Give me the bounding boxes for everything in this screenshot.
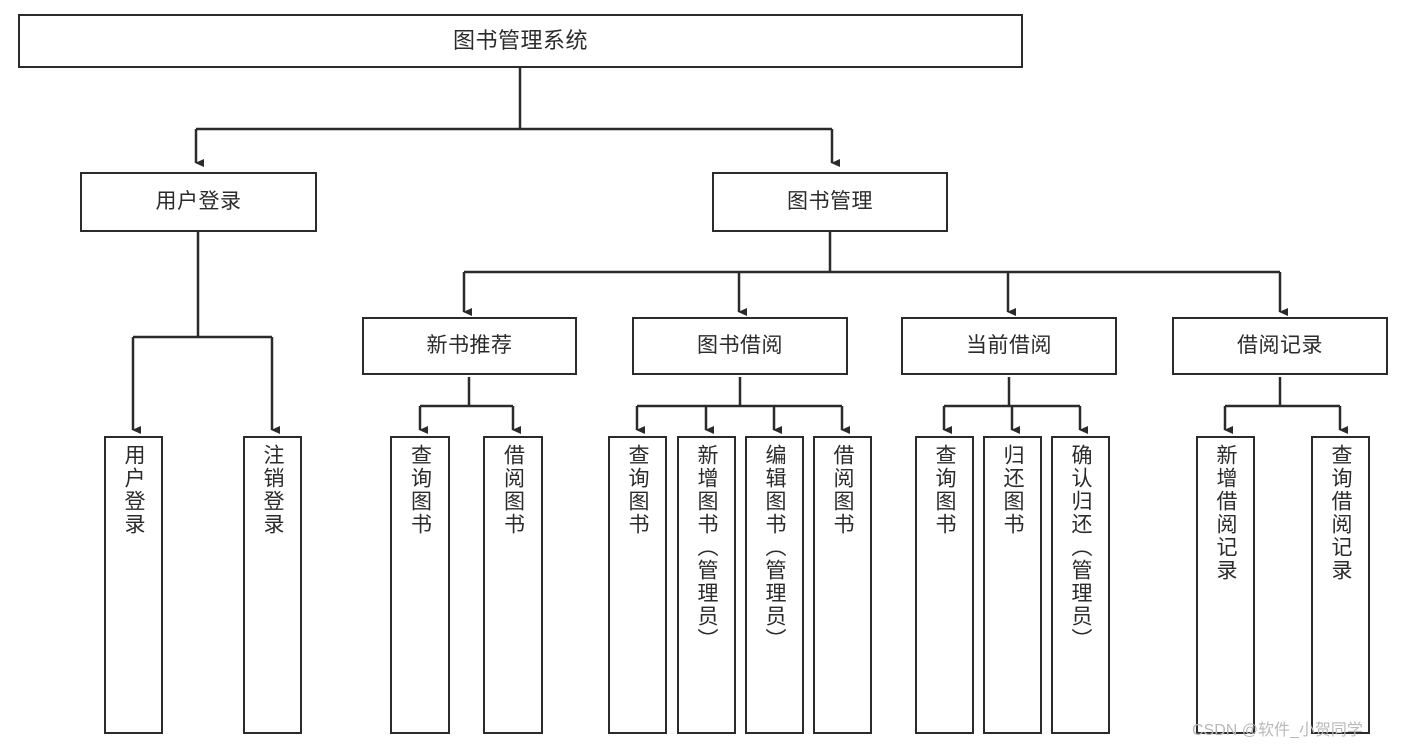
node-leaf-query-borrow-record[interactable]: 查询借阅记录 bbox=[1311, 436, 1370, 734]
node-label: 查询图书 bbox=[408, 444, 432, 536]
node-label: 图书管理 bbox=[787, 189, 873, 213]
node-label: 新书推荐 bbox=[426, 333, 513, 357]
edge-group-new-book-rec bbox=[418, 377, 521, 434]
node-leaf-add-borrow-record[interactable]: 新增借阅记录 bbox=[1196, 436, 1255, 734]
node-leaf-logout[interactable]: 注销登录 bbox=[243, 436, 302, 734]
node-leaf-edit-book-admin[interactable]: 编辑图书（管理员） bbox=[745, 436, 804, 734]
node-label: 查询图书 bbox=[933, 444, 956, 536]
edge-group-book-borrow bbox=[635, 377, 850, 434]
node-label: 图书管理系统 bbox=[452, 28, 588, 54]
node-leaf-borrow-book-rec[interactable]: 借阅图书 bbox=[483, 436, 543, 734]
node-book-borrowing[interactable]: 图书借阅 bbox=[632, 317, 848, 375]
node-leaf-return-book[interactable]: 归还图书 bbox=[983, 436, 1042, 734]
edge-group-current-borrow bbox=[942, 377, 1088, 434]
node-label: 用户登录 bbox=[122, 444, 145, 536]
node-label: 借阅图书 bbox=[831, 444, 854, 536]
node-leaf-user-login[interactable]: 用户登录 bbox=[104, 436, 163, 734]
node-label: 新增图书（管理员） bbox=[695, 444, 718, 651]
edge-group-borrow-record bbox=[1223, 377, 1348, 434]
node-leaf-query-book-current[interactable]: 查询图书 bbox=[915, 436, 974, 734]
node-label: 编辑图书（管理员） bbox=[763, 444, 786, 651]
edge-group-book-manage bbox=[462, 232, 1288, 316]
node-leaf-confirm-return-admin[interactable]: 确认归还（管理员） bbox=[1051, 436, 1110, 734]
node-current-borrowing[interactable]: 当前借阅 bbox=[901, 317, 1117, 375]
node-book-management[interactable]: 图书管理 bbox=[712, 172, 948, 232]
node-label: 确认归还（管理员） bbox=[1069, 444, 1092, 651]
node-borrowing-record[interactable]: 借阅记录 bbox=[1172, 317, 1388, 375]
node-leaf-add-book-admin[interactable]: 新增图书（管理员） bbox=[677, 436, 736, 734]
csdn-watermark: CSDN @软件_小贺同学 bbox=[1192, 722, 1363, 739]
edge-group-root bbox=[194, 68, 840, 167]
node-label: 借阅图书 bbox=[501, 444, 525, 536]
node-label: 查询图书 bbox=[626, 444, 649, 536]
node-label: 借阅记录 bbox=[1237, 333, 1323, 357]
node-label: 当前借阅 bbox=[966, 333, 1052, 357]
node-label: 注销登录 bbox=[261, 444, 284, 536]
node-root-book-management-system[interactable]: 图书管理系统 bbox=[18, 14, 1023, 68]
node-new-book-recommendation[interactable]: 新书推荐 bbox=[362, 317, 577, 375]
node-label: 查询借阅记录 bbox=[1329, 444, 1352, 582]
edge-group-user-login bbox=[131, 232, 280, 434]
node-label: 新增借阅记录 bbox=[1214, 444, 1237, 582]
node-leaf-borrow-book[interactable]: 借阅图书 bbox=[813, 436, 872, 734]
node-label: 用户登录 bbox=[155, 189, 242, 213]
node-label: 归还图书 bbox=[1001, 444, 1024, 536]
node-user-login[interactable]: 用户登录 bbox=[80, 172, 317, 232]
node-leaf-query-book-borrow[interactable]: 查询图书 bbox=[608, 436, 667, 734]
node-label: 图书借阅 bbox=[697, 333, 783, 357]
node-leaf-query-book-rec[interactable]: 查询图书 bbox=[390, 436, 450, 734]
